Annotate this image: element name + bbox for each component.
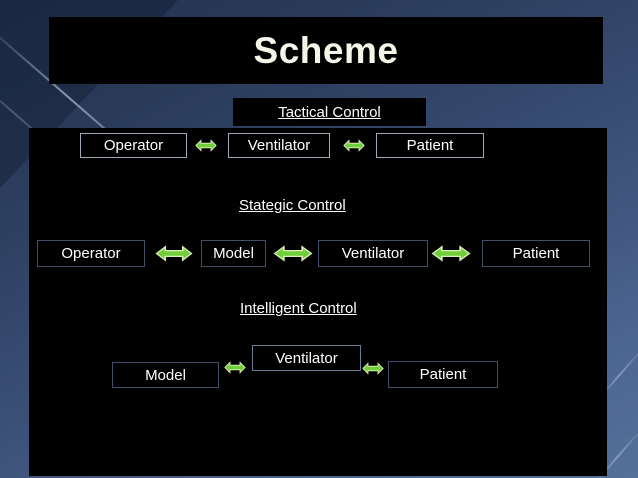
node-box-strategic-ventilator: Ventilator [318, 240, 428, 267]
diagram-panel [29, 128, 607, 476]
section-label-strategic: Stategic Control [239, 197, 346, 214]
node-box-tactical-patient: Patient [376, 133, 484, 158]
double-arrow-icon [431, 245, 471, 262]
double-arrow-icon [343, 139, 365, 152]
double-arrow-icon [224, 361, 246, 374]
node-box-intelligent-patient: Patient [388, 361, 498, 388]
section-label-tactical: Tactical Control [278, 103, 381, 121]
node-box-tactical-ventilator: Ventilator [228, 133, 330, 158]
node-box-intelligent-ventilator: Ventilator [252, 345, 361, 371]
double-arrow-icon [195, 139, 217, 152]
double-arrow-icon [155, 245, 193, 262]
node-box-strategic-model: Model [201, 240, 266, 267]
section-label-box-tactical: Tactical Control [233, 98, 426, 126]
double-arrow-icon [362, 362, 384, 375]
node-box-strategic-patient: Patient [482, 240, 590, 267]
section-label-intelligent: Intelligent Control [240, 300, 357, 317]
node-box-tactical-operator: Operator [80, 133, 187, 158]
page-title: Scheme [253, 29, 399, 71]
double-arrow-icon [273, 245, 313, 262]
node-box-intelligent-model: Model [112, 362, 219, 388]
slide-title-box: Scheme [49, 17, 603, 84]
node-box-strategic-operator: Operator [37, 240, 145, 267]
